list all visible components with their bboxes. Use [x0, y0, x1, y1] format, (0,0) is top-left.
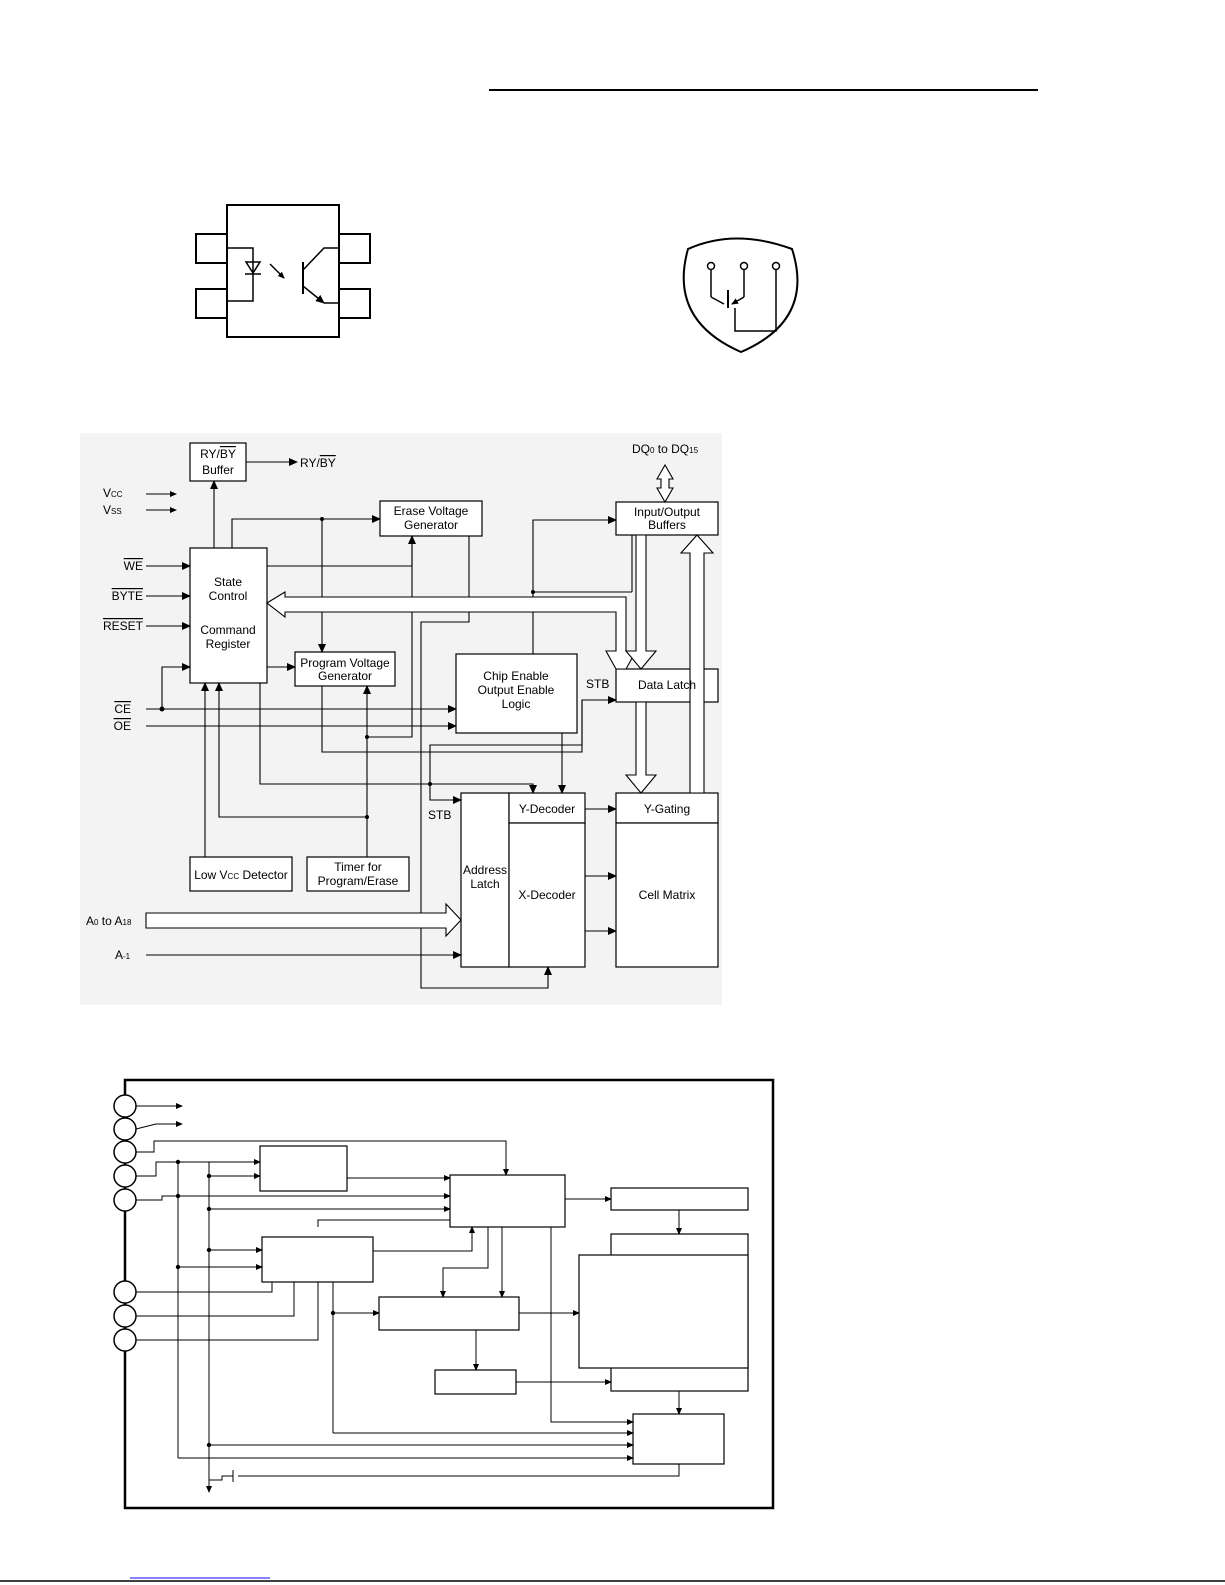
- y-decoder-label: Y-Decoder: [519, 802, 575, 816]
- rybuf-by: BY: [220, 447, 236, 461]
- ce-label: CE: [114, 702, 131, 716]
- svg-text:VCC: VCC: [103, 486, 123, 500]
- cmd-line1: Command: [200, 623, 255, 637]
- chip-line1: Chip Enable: [483, 669, 549, 683]
- lowvcc-a: Low V: [194, 868, 227, 882]
- svg-text:A-1: A-1: [115, 948, 131, 962]
- addr-line2: Latch: [470, 877, 499, 891]
- vss-sub: SS: [111, 507, 122, 516]
- stb-label-top: STB: [586, 677, 609, 691]
- we-label: WE: [124, 559, 143, 573]
- io-line1: Input/Output: [634, 505, 701, 519]
- x-decoder-label: X-Decoder: [518, 888, 575, 902]
- data-latch-label: Data Latch: [638, 678, 696, 692]
- a-minus1-prefix: A: [115, 948, 123, 962]
- chip-line3: Logic: [502, 697, 531, 711]
- svg-text:VSS: VSS: [103, 503, 122, 517]
- x-decoder-block: [508, 822, 586, 968]
- a0-sub1: 18: [123, 918, 132, 927]
- svg-text:A0 to A18: A0 to A18: [86, 914, 132, 928]
- rybuf-ry: RY/: [200, 447, 220, 461]
- cmd-line2: Register: [206, 637, 251, 651]
- cell-matrix-label: Cell Matrix: [639, 888, 696, 902]
- lowvcc-b: Detector: [239, 868, 288, 882]
- state-control-block: [189, 547, 268, 684]
- chip-line2: Output Enable: [478, 683, 555, 697]
- erase-line1: Erase Voltage: [394, 504, 469, 518]
- reset-label: RESET: [103, 619, 144, 633]
- a0-prefix: A: [86, 914, 94, 928]
- erase-voltage-block: [379, 500, 483, 537]
- a0-sub0: 0: [94, 918, 99, 927]
- cell-matrix-block: [615, 822, 719, 968]
- chip-enable-block: [455, 653, 578, 734]
- ry-out-by: BY: [320, 456, 336, 470]
- vcc-label: V: [103, 486, 111, 500]
- ry-out-ry: RY/: [300, 456, 320, 470]
- program-voltage-block: [294, 651, 396, 687]
- a-minus1-sub: -1: [123, 952, 131, 961]
- dq-prefix: DQ: [632, 442, 650, 456]
- stb-label-bottom: STB: [428, 808, 451, 822]
- io-buffers-block: [615, 501, 719, 536]
- byte-label: BYTE: [112, 589, 143, 603]
- flash-block-diagram: RY/BY Buffer RY/BY VCC VSS WE BYTE RESET…: [80, 433, 722, 1005]
- addr-line1: Address: [463, 863, 507, 877]
- timer-line2: Program/Erase: [318, 874, 399, 888]
- state-line2: Control: [209, 589, 248, 603]
- ry-by-buffer-block: [189, 442, 247, 482]
- rybuf-buffer: Buffer: [202, 463, 234, 477]
- vss-label: V: [103, 503, 111, 517]
- svg-text:RY/BY: RY/BY: [300, 456, 336, 470]
- optocoupler-package: [195, 204, 371, 338]
- dq-sub1: 15: [689, 446, 698, 455]
- timer-block: [306, 856, 410, 892]
- io-line2: Buffers: [648, 518, 686, 532]
- oe-label: OE: [114, 719, 131, 733]
- erase-line2: Generator: [404, 518, 458, 532]
- y-gating-block: [615, 792, 719, 824]
- lowvcc-sub: CC: [228, 872, 240, 881]
- y-gating-label: Y-Gating: [644, 802, 690, 816]
- timer-line1: Timer for: [334, 860, 382, 874]
- dq-sub0: 0: [650, 446, 655, 455]
- state-line1: State: [214, 575, 242, 589]
- low-vcc-detector-block: [189, 856, 293, 892]
- vcc-sub: CC: [111, 490, 123, 499]
- svg-text:Low VCC Detector: Low VCC Detector: [194, 868, 288, 882]
- prog-line1: Program Voltage: [300, 656, 390, 670]
- a0-mid: to A: [98, 914, 122, 928]
- dq-mid: to DQ: [654, 442, 689, 456]
- prog-line2: Generator: [318, 669, 372, 683]
- svg-text:RY/BY: RY/BY: [200, 447, 236, 461]
- svg-text:DQ0 to DQ15: DQ0 to DQ15: [632, 442, 699, 456]
- transistor-package: [682, 237, 799, 354]
- chip-block-diagram: [113, 1078, 775, 1510]
- address-latch-block: [460, 792, 510, 968]
